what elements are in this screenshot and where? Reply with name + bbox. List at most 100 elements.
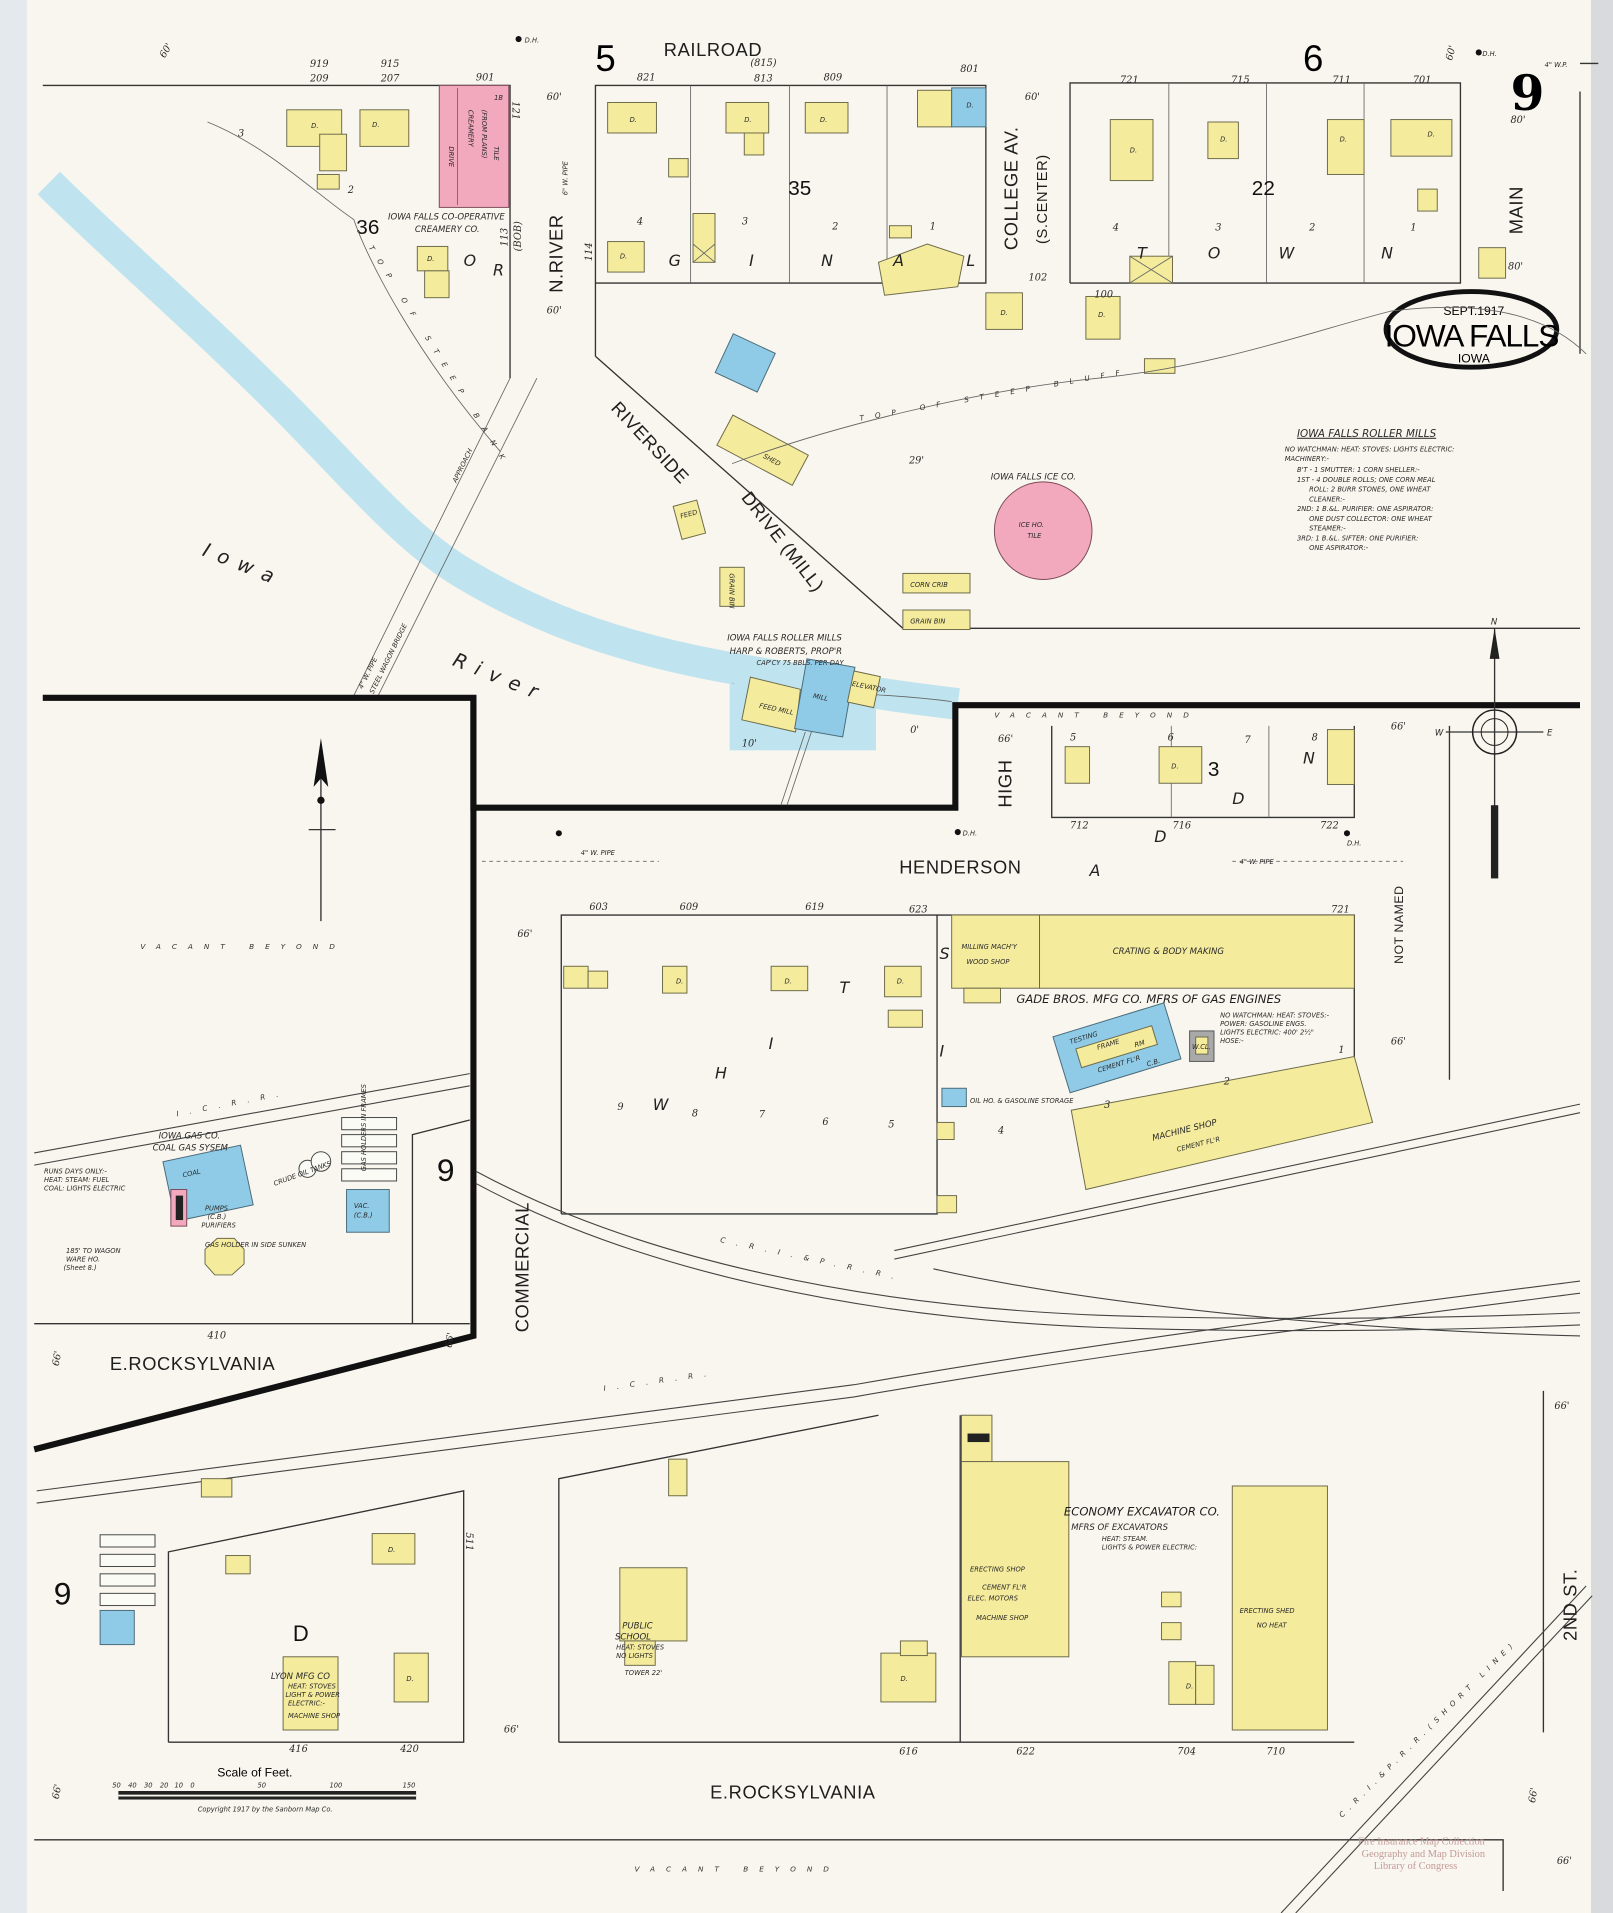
house-numbers-item: 704 bbox=[1177, 1746, 1196, 1757]
block-lines-item bbox=[353, 378, 538, 696]
street-widths-item: 66' bbox=[1554, 1401, 1569, 1412]
north-arrow bbox=[308, 738, 336, 922]
lyon-mfg-labels-item: MACHINE SHOP bbox=[288, 1712, 341, 1720]
addition-letters-item: N bbox=[1303, 749, 1315, 768]
gas-co-labels-item: COAL bbox=[182, 1168, 202, 1180]
street-widths-item: 66' bbox=[51, 1783, 64, 1800]
house-numbers: 919 209 915 207 901 821 (815) 813 809 80… bbox=[206, 58, 1431, 1758]
lower-left-buildings-item bbox=[99, 1573, 156, 1587]
natural-labels-item bbox=[731, 306, 1587, 465]
compass-rose-item bbox=[1471, 709, 1518, 755]
dwelling-marks-item: D. bbox=[620, 253, 627, 261]
mill-legend-item: ROLL: 2 BURR STONES, ONE WHEAT bbox=[1309, 486, 1431, 494]
compass-w: W bbox=[1435, 729, 1444, 739]
lot-numbers-item: 3 bbox=[1215, 223, 1221, 234]
mill-area-buildings-item bbox=[780, 731, 812, 806]
block-35-buildings-item bbox=[668, 158, 689, 178]
gade-bros-buildings-item bbox=[1195, 1036, 1209, 1055]
block-lines-item bbox=[42, 84, 511, 379]
dwelling-marks-item: D. bbox=[897, 977, 904, 985]
dwelling bbox=[319, 133, 348, 172]
mill-area-buildings-item bbox=[741, 676, 801, 733]
lot-numbers-item: 7 bbox=[1244, 735, 1251, 746]
gade-bros-labels-item-item: RM bbox=[1134, 1038, 1147, 1049]
lower-left-buildings-item bbox=[200, 1478, 233, 1498]
dwelling bbox=[416, 245, 449, 272]
public-school-labels-item: HEAT: STOVES bbox=[616, 1643, 665, 1651]
gas-co-labels-item: RUNS DAYS ONLY:- bbox=[44, 1168, 107, 1176]
sheet-boundary bbox=[42, 694, 1580, 811]
street-widths-item: 66' bbox=[998, 734, 1013, 745]
gade-bros-labels-item: CRATING & BODY MAKING bbox=[1113, 947, 1225, 957]
house-numbers-item: 716 bbox=[1173, 820, 1192, 831]
block-35-buildings-item bbox=[725, 101, 770, 134]
railroad-tracks-item bbox=[894, 1103, 1581, 1260]
house-numbers-item: 711 bbox=[1332, 75, 1351, 86]
lot-numbers-item: 3 bbox=[1104, 1100, 1110, 1111]
block-lines-item bbox=[558, 1414, 1355, 1743]
mill-legend-item: STEAMER:- bbox=[1309, 525, 1346, 533]
addition-letters-item: W bbox=[1279, 244, 1296, 263]
street-henderson: HENDERSON bbox=[899, 857, 1021, 878]
lower-left-buildings-item bbox=[393, 1652, 429, 1703]
lot-numbers-item: 7 bbox=[759, 1110, 766, 1121]
lot-numbers: 4 3 2 1 4 3 2 1 5 6 7 8 9 8 7 6 5 4 3 2 … bbox=[238, 129, 1417, 1137]
utility-notes-item bbox=[555, 830, 562, 837]
key-map-number-5: 5 bbox=[595, 38, 615, 79]
library-stamp-item: Fire Insurance Map Collection bbox=[1358, 1837, 1486, 1848]
block-22-buildings-item bbox=[1326, 119, 1365, 175]
gas-co-labels-item: IOWA GAS CO. bbox=[159, 1131, 220, 1141]
lower-left-buildings-item bbox=[225, 1555, 251, 1575]
block-35-buildings-item bbox=[692, 213, 716, 263]
scale-bar-item: 20 bbox=[160, 1781, 169, 1789]
utility-notes-item: 4" W.P. bbox=[1545, 61, 1568, 69]
mill-labels-item: CAP'CY 75 BBLS. PER DAY bbox=[756, 659, 844, 667]
block-22-buildings bbox=[1109, 119, 1507, 284]
house-numbers-item: 919 bbox=[310, 59, 329, 70]
lower-middle-buildings-item bbox=[899, 1640, 928, 1657]
sheet-number: 9 bbox=[1510, 64, 1544, 122]
mill-area-buildings-item bbox=[719, 566, 745, 607]
street-widths-item: 66' bbox=[504, 1724, 519, 1735]
gas-co-labels-item: PURIFIERS bbox=[201, 1221, 236, 1229]
lower-middle-buildings-item bbox=[1231, 1485, 1328, 1731]
street-widths-item: 60' bbox=[1444, 44, 1459, 61]
street-widths-item: 60' bbox=[547, 92, 562, 103]
gas-co-buildings-item bbox=[341, 1134, 398, 1148]
gas-co-buildings bbox=[162, 1117, 398, 1276]
house-numbers-item: 701 bbox=[1413, 75, 1432, 86]
creamery-labels-item: (FROM PLANS) bbox=[480, 110, 488, 159]
lower-middle-buildings-item bbox=[619, 1567, 688, 1642]
public-school-labels-item: SCHOOL bbox=[615, 1633, 651, 1643]
addition-letters-item: N bbox=[821, 251, 833, 270]
mill-legend-item: 3RD: 1 B.&L. SIFTER: ONE PURIFIER: bbox=[1297, 534, 1419, 542]
lot-numbers-item: 8 bbox=[692, 1108, 698, 1119]
mill-legend-item: ONE ASPIRATOR:- bbox=[1309, 544, 1369, 552]
lyon-mfg-labels: LYON MFG CO HEAT: STOVES LIGHT & POWER E… bbox=[271, 1672, 341, 1720]
block-numbers-item: 9 bbox=[437, 1152, 455, 1188]
dwelling-marks-item: D. bbox=[630, 116, 637, 124]
office bbox=[1326, 729, 1355, 785]
addition-letters-item: N bbox=[1381, 244, 1393, 263]
utility-notes-item: D.H. bbox=[1347, 839, 1361, 847]
addition-letters-item: W bbox=[653, 1095, 670, 1114]
scale-bar-item: 30 bbox=[144, 1781, 153, 1789]
public-school-labels-item: NO LIGHTS bbox=[616, 1652, 653, 1660]
gas-co-labels-item: VAC. bbox=[354, 1202, 370, 1210]
lot-numbers-item: 1 bbox=[1410, 223, 1416, 234]
addition-letters: O R G I N A L T O W N W H I T S I D A N … bbox=[464, 244, 1393, 1115]
mill-labels-item: GRAIN BIN bbox=[910, 617, 945, 625]
street-main: MAIN bbox=[1506, 186, 1527, 234]
lower-left-buildings-item bbox=[99, 1534, 156, 1548]
gade-bros-buildings-item bbox=[963, 987, 1001, 1004]
gade-bros-labels-item: GADE BROS. MFG CO. MFRS OF GAS ENGINES bbox=[1016, 992, 1281, 1006]
mill-legend-item: 2ND: 1 B.&L. PURIFIER: ONE ASPIRATOR: bbox=[1297, 505, 1433, 513]
dwelling-marks-item: D. bbox=[372, 121, 379, 129]
street-widths-item: 66' bbox=[1527, 1787, 1540, 1804]
ice-house-material: TILE bbox=[1027, 532, 1042, 540]
gas-co-buildings-item bbox=[204, 1237, 245, 1276]
dwelling-marks-item: D. bbox=[1000, 309, 1007, 317]
block-lines-item bbox=[594, 84, 987, 357]
dwelling-marks-item: D. bbox=[1427, 131, 1434, 139]
gade-bros-labels-item: MILLING MACH'Y bbox=[961, 943, 1017, 951]
